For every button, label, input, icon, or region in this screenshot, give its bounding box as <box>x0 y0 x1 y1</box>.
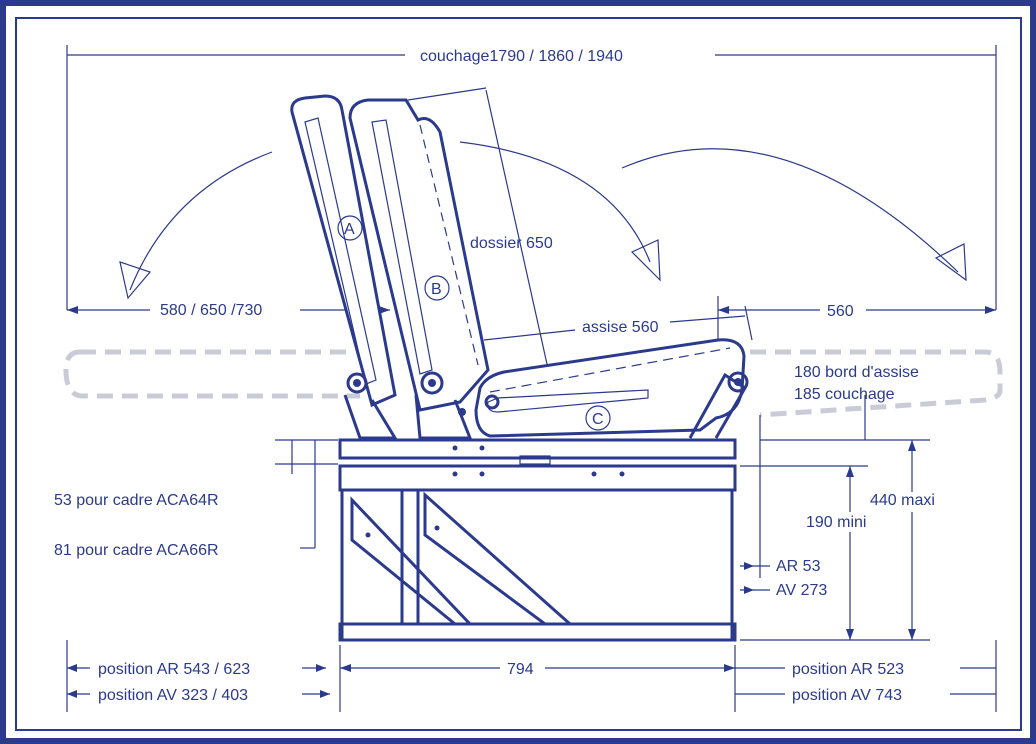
dossier-dimension: dossier 650 <box>407 87 556 401</box>
bord-assise-label: 180 bord d'assise <box>794 364 919 381</box>
width-794-label: 794 <box>507 661 534 678</box>
bed-outline-dashed <box>63 349 1003 418</box>
height-dimensions: 180 bord d'assise 185 couchage 440 maxi … <box>740 364 935 641</box>
hinge-mechanism <box>343 371 749 440</box>
marker-b: B <box>431 281 442 298</box>
seat-c: C <box>474 338 746 438</box>
cadre-64-label: 53 pour cadre ACA64R <box>54 492 219 509</box>
bottom-dimensions: position AR 543 / 623 position AV 323 / … <box>66 640 997 712</box>
assise-dimension: assise 560 <box>483 305 753 341</box>
inner-border <box>15 17 1022 731</box>
ar53-label: AR 53 <box>776 558 821 575</box>
couchage-185-label: 185 couchage <box>794 386 895 403</box>
assise-label: assise 560 <box>582 319 659 336</box>
pos-ar-right-label: position AR 523 <box>792 661 904 678</box>
backrest-a: A <box>290 94 397 408</box>
backrest-b: B <box>348 98 490 412</box>
reach-right-dimension: 560 <box>717 296 996 340</box>
cadre-dimensions: 53 pour cadre ACA64R 81 pour cadre ACA66… <box>54 439 338 559</box>
couchage-label: couchage1790 / 1860 / 1940 <box>420 48 623 65</box>
mini-label: 190 mini <box>806 514 866 531</box>
marker-c: C <box>592 411 604 428</box>
reach-left-dimension: 580 / 650 /730 <box>67 302 390 319</box>
couchage-dimension: couchage1790 / 1860 / 1940 <box>66 45 997 310</box>
base-frame <box>338 438 737 642</box>
cadre-66-label: 81 pour cadre ACA66R <box>54 542 219 559</box>
pos-av-right-label: position AV 743 <box>792 687 902 704</box>
maxi-label: 440 maxi <box>870 492 935 509</box>
av273-label: AV 273 <box>776 582 827 599</box>
reach-right-label: 560 <box>827 303 854 320</box>
pos-av-left-label: position AV 323 / 403 <box>98 687 248 704</box>
pos-ar-left-label: position AR 543 / 623 <box>98 661 250 678</box>
rotation-arrows <box>119 141 967 300</box>
dossier-label: dossier 650 <box>470 235 553 252</box>
reach-left-label: 580 / 650 /730 <box>160 302 262 319</box>
marker-a: A <box>344 221 355 238</box>
